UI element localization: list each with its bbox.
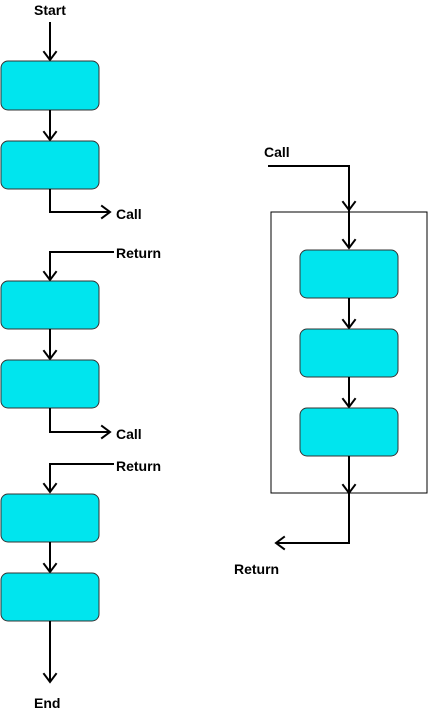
subroutine: Call Return [234, 144, 428, 577]
sub-block-3 [299, 407, 399, 457]
call-label-1: Call [116, 206, 142, 222]
subroutine-return-label: Return [234, 561, 279, 577]
arrowhead [42, 270, 58, 282]
arrowhead [42, 130, 58, 142]
arrowhead [341, 318, 357, 330]
arrowhead [42, 50, 58, 62]
arrow-from-return-2 [49, 463, 114, 492]
sub-block-2 [299, 328, 399, 378]
arrowhead [341, 200, 357, 212]
arrowhead [274, 535, 286, 551]
arrowhead [100, 204, 112, 220]
main-block-1 [0, 60, 100, 111]
arrow-to-call-1 [49, 189, 110, 213]
arrow-from-return-1 [49, 251, 114, 280]
arrowhead [341, 483, 357, 495]
arrow-to-call-2 [49, 408, 110, 433]
main-block-3 [0, 280, 100, 330]
arrowhead [100, 424, 112, 440]
subroutine-call-label: Call [264, 144, 290, 160]
return-label-1: Return [116, 245, 161, 261]
main-block-6 [0, 572, 100, 622]
main-block-2 [0, 140, 100, 190]
return-label-2: Return [116, 458, 161, 474]
sub-block-1 [299, 249, 399, 299]
start-label: Start [34, 2, 66, 18]
arrowhead [42, 562, 58, 574]
main-block-5 [0, 493, 100, 543]
arrowhead [341, 397, 357, 409]
arrowhead [42, 349, 58, 361]
arrow-to-sub-return [276, 456, 350, 544]
arrowhead [42, 482, 58, 494]
arrow-from-sub-call [268, 165, 350, 248]
arrowhead [341, 238, 357, 250]
main-flow: Start Call Return Call Return [0, 2, 161, 711]
end-label: End [34, 695, 60, 711]
main-block-4 [0, 359, 100, 409]
arrowhead [42, 672, 58, 684]
call-label-2: Call [116, 426, 142, 442]
